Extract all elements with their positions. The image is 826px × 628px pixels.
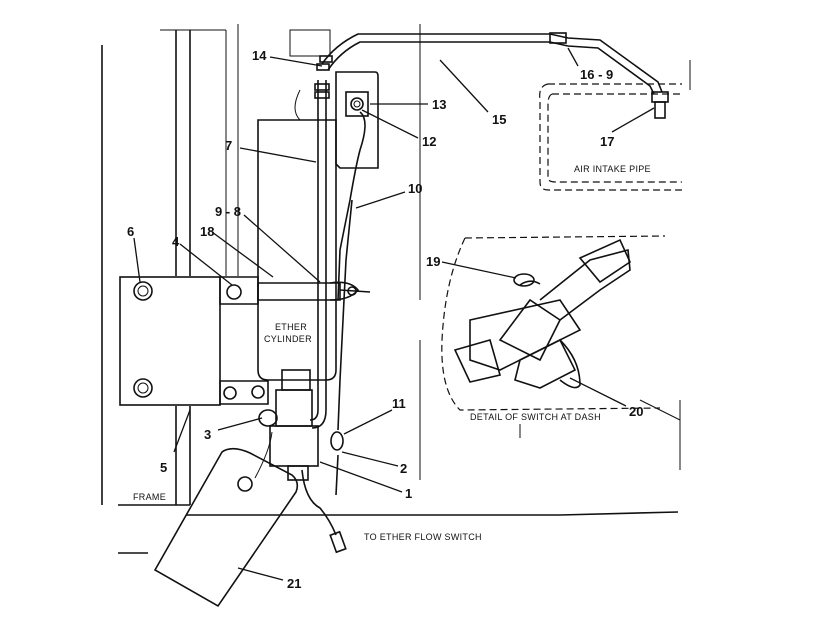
wiring-harness: [301, 199, 353, 554]
ether-cylinder-label: ETHER: [275, 322, 307, 332]
callout-20: 20: [629, 404, 643, 419]
callout-13: 13: [432, 97, 446, 112]
ether-tube: [309, 80, 327, 429]
intake-line: [321, 32, 663, 95]
ether-nozzle: [651, 91, 669, 119]
temperature-switch: [335, 71, 379, 301]
dash-switch-detail: DETAIL OF SWITCH AT DASH: [441, 235, 666, 438]
air-intake-pipe: AIR INTAKE PIPE: [539, 83, 682, 191]
callout-10: 10: [408, 181, 422, 196]
ether-cylinder-label-2: CYLINDER: [264, 334, 312, 344]
leader-lines: [133, 47, 655, 581]
callout-7: 7: [225, 138, 232, 153]
callout-17: 17: [600, 134, 614, 149]
ether-cylinder: ETHER CYLINDER: [257, 29, 337, 381]
detail-label: DETAIL OF SWITCH AT DASH: [470, 412, 601, 422]
callout-18: 18: [200, 224, 214, 239]
callout-1: 1: [405, 486, 412, 501]
callout-21: 21: [287, 576, 301, 591]
callout-16-9: 16 - 9: [580, 67, 613, 82]
callout-4: 4: [172, 234, 180, 249]
callout-11: 11: [392, 396, 406, 411]
callout-2: 2: [400, 461, 407, 476]
tube-fittings: [314, 55, 333, 99]
frame-lines: [101, 24, 691, 554]
frame-label: FRAME: [133, 492, 166, 502]
callout-19: 19: [426, 254, 440, 269]
callout-3: 3: [204, 427, 211, 442]
to-switch-label: TO ETHER FLOW SWITCH: [364, 532, 482, 542]
callout-14: 14: [252, 48, 267, 63]
callout-5: 5: [160, 460, 167, 475]
cylinder-clamp: [257, 281, 371, 301]
callout-9-8: 9 - 8: [215, 204, 241, 219]
callout-15: 15: [492, 112, 506, 127]
callout-6: 6: [127, 224, 134, 239]
callout-12: 12: [422, 134, 436, 149]
callouts: 14 13 12 7 15 16 - 9 17 10 9 - 8 18 4 6 …: [127, 48, 643, 591]
air-intake-pipe-label: AIR INTAKE PIPE: [574, 164, 651, 174]
warning-tag: [153, 431, 299, 608]
mounting-bracket: [119, 276, 269, 406]
